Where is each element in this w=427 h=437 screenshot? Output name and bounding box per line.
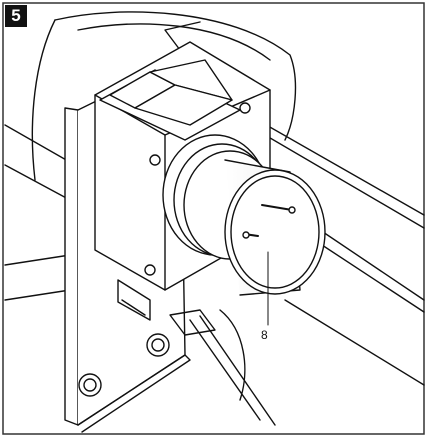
frame-bar-diagonal-inner bbox=[199, 315, 276, 426]
frame-bar-left-mid bbox=[4, 164, 71, 201]
callout-label: 8 bbox=[261, 328, 268, 342]
screw-top-left bbox=[149, 154, 161, 166]
frame-bar-right-low bbox=[284, 299, 425, 386]
frame-bar-right-mid bbox=[319, 229, 425, 301]
frame-bar-right-top-inner bbox=[247, 124, 425, 229]
lower-wheel-edge bbox=[219, 309, 246, 401]
cable-gland-thread bbox=[121, 299, 146, 316]
socket-pin-top-tip bbox=[288, 206, 296, 214]
socket-face-inner bbox=[230, 175, 320, 289]
rocker-switch-front bbox=[134, 84, 233, 126]
bolt-upper-head bbox=[151, 338, 165, 352]
cable-gland bbox=[117, 279, 151, 321]
mounting-plate-edge bbox=[64, 107, 79, 426]
lower-bracket bbox=[169, 309, 216, 336]
screw-top-right bbox=[239, 102, 251, 114]
socket-pin-top bbox=[261, 204, 293, 211]
frame-bar-left-top bbox=[4, 124, 76, 166]
figure-number-badge: 5 bbox=[5, 5, 27, 27]
frame-bar-left-bottom bbox=[4, 254, 71, 266]
socket-face bbox=[224, 169, 326, 295]
bolt-upper bbox=[146, 333, 170, 357]
frame-bar-right-mid-inner bbox=[321, 244, 425, 313]
mounting-plate-bottom bbox=[77, 354, 191, 433]
screw-bottom-left bbox=[144, 264, 156, 276]
bolt-lower-head bbox=[83, 378, 97, 392]
wheel-left-edge bbox=[31, 19, 56, 181]
wheel-detail bbox=[164, 21, 201, 51]
socket-pin-left-tip bbox=[242, 231, 250, 239]
bolt-lower bbox=[78, 373, 102, 397]
frame-bar-diagonal bbox=[189, 319, 261, 421]
wheel-outer-edge bbox=[54, 11, 297, 141]
frame-bar-left-low bbox=[4, 289, 71, 301]
